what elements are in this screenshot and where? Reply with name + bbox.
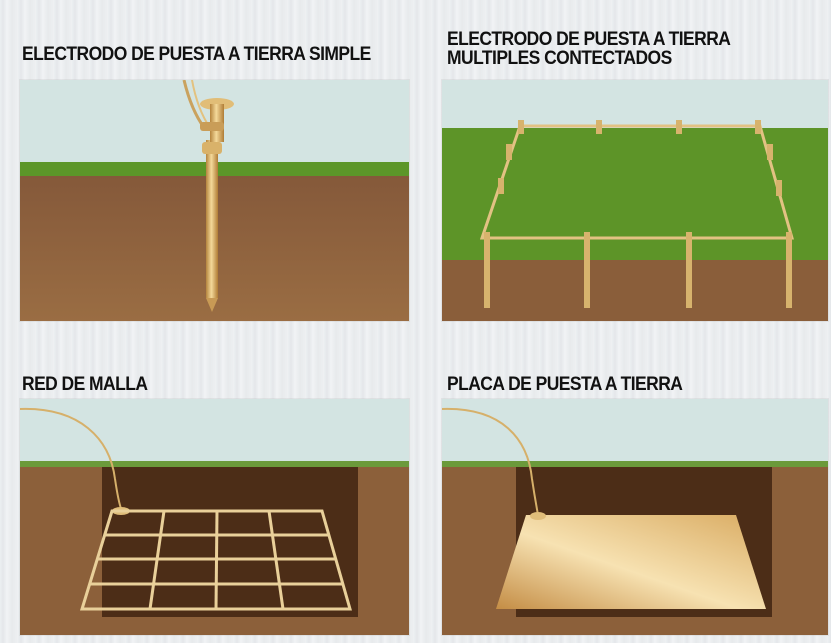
panel-simple-electrode: [20, 80, 409, 321]
title-ground-plate: PLACA DE PUESTA A TIERRA: [447, 374, 683, 395]
title-multiple-electrodes-line1: ELECTRODO DE PUESTA A TIERRA: [447, 29, 731, 50]
ground-plate-icon: [496, 515, 766, 609]
panel-multiple-electrodes: [442, 80, 828, 321]
wire-icon: [442, 407, 539, 516]
wire-icon: [20, 407, 123, 512]
title-simple-electrode: ELECTRODO DE PUESTA A TIERRA SIMPLE: [22, 44, 371, 65]
title-multiple-electrodes-line2: MULTIPLES CONTECTADOS: [447, 48, 672, 69]
panel-mesh-network: [20, 399, 409, 635]
ground-rod-icon: [182, 80, 234, 312]
title-mesh-network: RED DE MALLA: [22, 374, 148, 395]
mesh-grid-icon: [79, 509, 352, 611]
panel-ground-plate: [442, 399, 828, 635]
